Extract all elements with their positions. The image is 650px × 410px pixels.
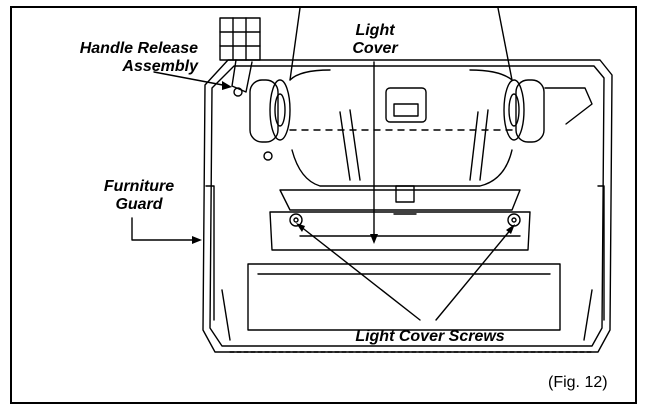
left-wheel [249,79,291,161]
handle-release-label-line1: Handle Release [79,40,198,57]
light-cover-label-line1: Light [355,22,395,39]
handle-release-grid [219,17,261,97]
callout-leaders [131,61,515,321]
light-cover-plate [269,211,531,251]
figure-reference: (Fig. 12) [548,374,608,391]
light-cover-label: Light Cover [340,22,410,58]
handle-neck [289,7,513,81]
figure-frame [10,6,637,404]
furniture-guard-label-line2: Guard [115,196,163,213]
light-cover-screws [289,213,521,227]
nozzle-base-outline [202,59,613,353]
handle-release-label: Handle Release Assembly [48,40,198,76]
right-wheel [503,79,593,143]
furniture-guard-label: Furniture Guard [94,178,184,214]
furniture-guard-rails [205,185,605,321]
handle-release-label-line2: Assembly [122,58,198,75]
light-housing [279,69,521,215]
front-bumper [221,263,593,353]
furniture-guard-label-line1: Furniture [103,178,175,195]
light-cover-label-line2: Cover [352,40,398,57]
light-cover-screws-label: Light Cover Screws [355,328,505,345]
